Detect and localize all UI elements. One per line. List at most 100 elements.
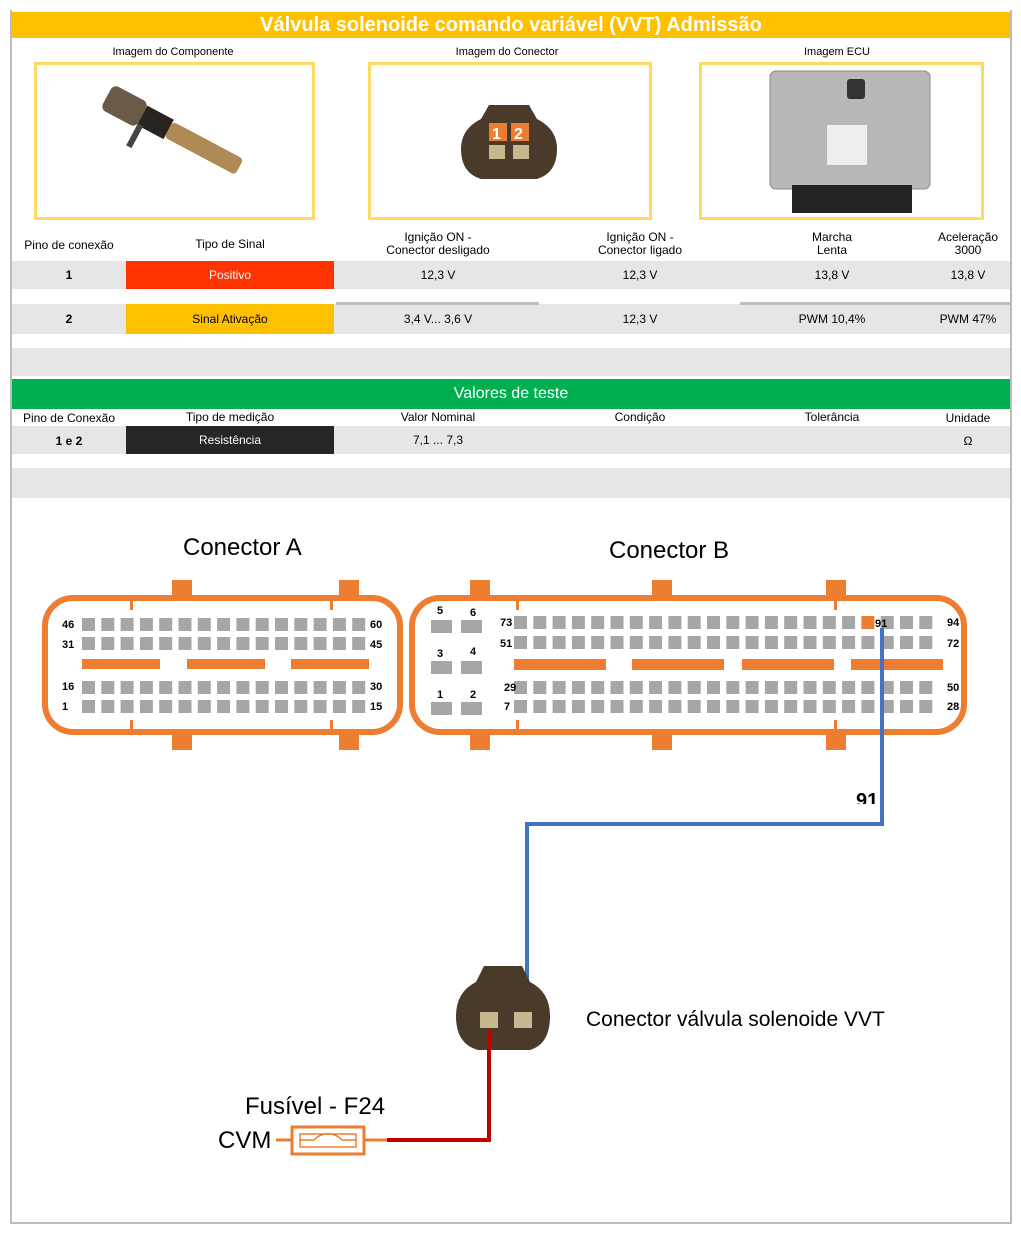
pin bbox=[764, 700, 778, 713]
pin bbox=[332, 637, 346, 650]
pin bbox=[120, 618, 134, 631]
component-image bbox=[34, 62, 315, 220]
pin bbox=[236, 637, 250, 650]
pin bbox=[591, 616, 605, 629]
key bbox=[516, 720, 519, 732]
pin bbox=[313, 681, 327, 694]
pin-number: 94 bbox=[947, 617, 960, 629]
pin-number: 6 bbox=[470, 607, 476, 619]
pin bbox=[822, 636, 836, 649]
pin bbox=[178, 681, 192, 694]
pin bbox=[610, 616, 624, 629]
pin bbox=[332, 681, 346, 694]
signal-wire-blue bbox=[525, 628, 884, 1030]
pin-number: 46 bbox=[62, 619, 74, 631]
supply-label: CVM bbox=[218, 1127, 272, 1154]
pin bbox=[687, 636, 701, 649]
pin-large bbox=[461, 620, 482, 633]
separator bbox=[851, 659, 943, 670]
pin bbox=[236, 681, 250, 694]
housing-tab bbox=[652, 580, 672, 598]
divider bbox=[336, 302, 539, 305]
pin bbox=[217, 700, 231, 713]
pin bbox=[139, 700, 153, 713]
pin bbox=[745, 700, 759, 713]
pin bbox=[610, 636, 624, 649]
value: 13,8 V bbox=[814, 268, 850, 282]
pin bbox=[764, 636, 778, 649]
header-measure-type: Tipo de medição bbox=[185, 410, 275, 424]
pin bbox=[217, 618, 231, 631]
pin bbox=[726, 700, 740, 713]
measure-type-badge: Resistência bbox=[126, 426, 334, 454]
pin bbox=[919, 636, 933, 649]
header-tolerance: Tolerância bbox=[804, 410, 860, 424]
pin bbox=[629, 636, 643, 649]
pin bbox=[900, 700, 913, 713]
pin bbox=[139, 681, 153, 694]
key bbox=[130, 598, 133, 610]
pin bbox=[822, 616, 836, 629]
pin-number: 45 bbox=[370, 639, 382, 651]
empty-row bbox=[12, 468, 1010, 498]
pin bbox=[591, 636, 605, 649]
pin bbox=[745, 636, 759, 649]
pin bbox=[668, 616, 682, 629]
pin bbox=[649, 700, 663, 713]
pin-large bbox=[461, 702, 482, 715]
pin bbox=[571, 616, 585, 629]
pin bbox=[822, 700, 836, 713]
pin bbox=[294, 681, 308, 694]
pin-number: 31 bbox=[62, 639, 74, 651]
header-pin: Pino de conexão bbox=[24, 238, 114, 252]
pin bbox=[178, 637, 192, 650]
housing-tab bbox=[826, 580, 846, 598]
pin bbox=[900, 616, 913, 629]
pin bbox=[707, 616, 720, 629]
pin-number: 16 bbox=[62, 681, 74, 693]
pin bbox=[82, 637, 95, 650]
pin bbox=[880, 616, 894, 629]
connector-image-label: Imagem do Conector bbox=[455, 46, 559, 58]
pin bbox=[217, 637, 231, 650]
pin bbox=[842, 636, 856, 649]
pin-number: 28 bbox=[947, 701, 959, 713]
pin bbox=[82, 618, 95, 631]
pin bbox=[707, 681, 720, 694]
pin bbox=[861, 681, 875, 694]
pin-large bbox=[461, 661, 482, 674]
pin bbox=[726, 636, 740, 649]
fuse-link bbox=[300, 1133, 356, 1141]
pin bbox=[687, 700, 701, 713]
signal-type-badge: Positivo bbox=[126, 261, 334, 289]
value: 12,3 V bbox=[622, 312, 658, 326]
pin bbox=[197, 700, 211, 713]
pin bbox=[726, 616, 740, 629]
pin bbox=[649, 681, 663, 694]
pin bbox=[533, 700, 547, 713]
header-accel: Aceleração 3000 bbox=[937, 230, 999, 257]
nominal-value: 7,1 ... 7,3 bbox=[412, 433, 464, 447]
pin bbox=[313, 637, 327, 650]
pin bbox=[352, 637, 366, 650]
pin bbox=[668, 636, 682, 649]
pin-number: 5 bbox=[437, 605, 443, 617]
pin bbox=[352, 700, 366, 713]
fuse-label: Fusível - F24 bbox=[245, 1093, 386, 1120]
housing-tab bbox=[826, 732, 846, 750]
pin: 1 bbox=[65, 268, 73, 282]
housing-tab bbox=[470, 580, 490, 598]
pin bbox=[919, 616, 933, 629]
pin bbox=[803, 700, 817, 713]
pin bbox=[803, 681, 817, 694]
pin bbox=[571, 636, 585, 649]
pin-large bbox=[431, 661, 452, 674]
header-signal-type: Tipo de Sinal bbox=[195, 237, 265, 251]
pin bbox=[668, 681, 682, 694]
pin bbox=[352, 618, 366, 631]
connector-a-label: Conector A bbox=[183, 534, 302, 561]
separator bbox=[187, 659, 265, 669]
